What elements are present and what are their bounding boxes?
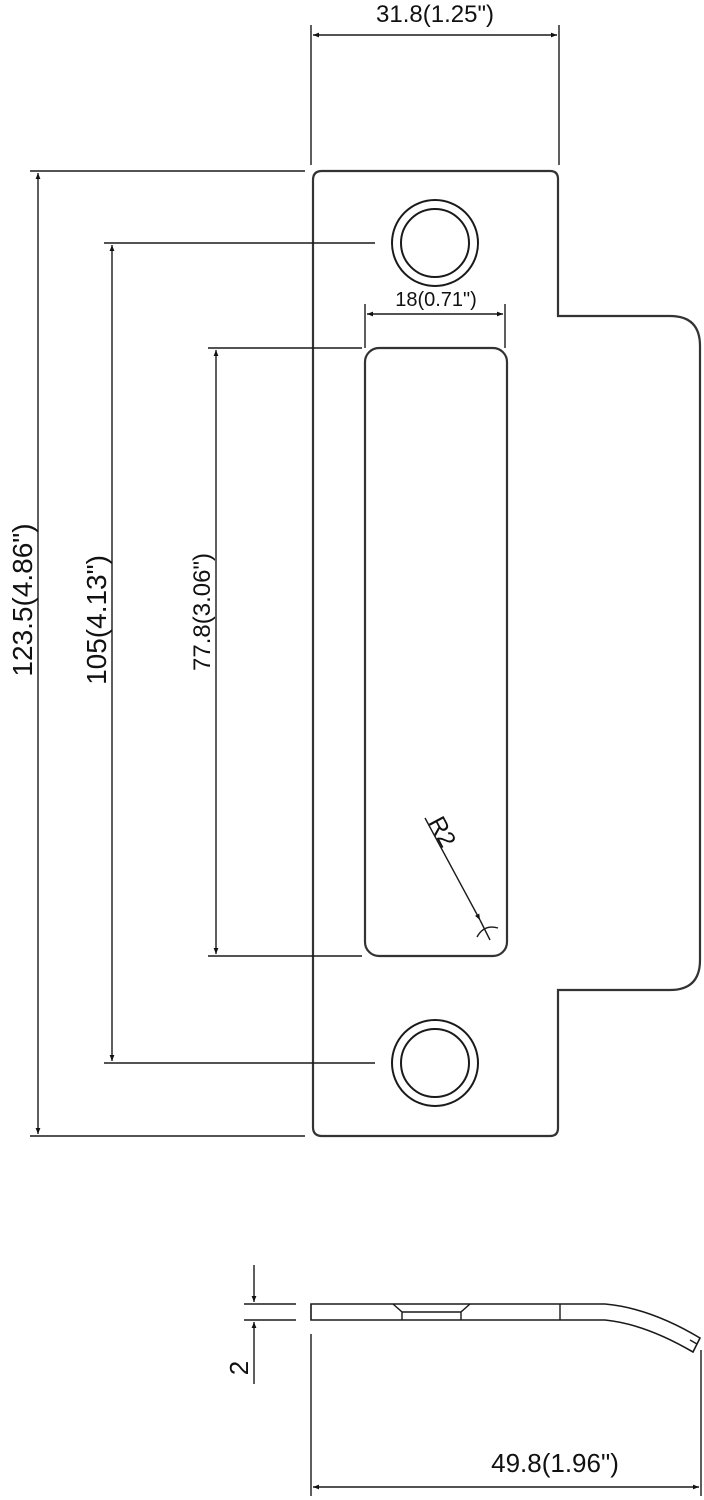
slot-height-label: 77.8(3.06") xyxy=(189,553,216,671)
plate-outline xyxy=(311,169,702,1138)
slot-width-label: 18(0.71") xyxy=(395,289,477,311)
dimension-slot-height: 77.8(3.06") xyxy=(189,347,362,957)
total-depth-label: 49.8(1.96") xyxy=(491,1448,619,1478)
overall-height-label: 123.5(4.86") xyxy=(7,523,38,676)
bottom-screw-hole-inner xyxy=(400,1028,470,1098)
dimension-thickness: 2 xyxy=(224,1265,296,1384)
bottom-screw-hole-outer xyxy=(391,1019,479,1107)
dimension-slot-width: 18(0.71") xyxy=(364,289,506,348)
front-view xyxy=(311,169,702,1138)
latch-slot xyxy=(363,346,509,958)
dimension-top-width: 31.8(1.25") xyxy=(310,1,560,165)
side-view xyxy=(310,1303,702,1354)
side-profile xyxy=(310,1303,702,1354)
hole-spacing-label: 105(4.13") xyxy=(81,555,112,685)
top-screw-hole-inner xyxy=(400,208,470,278)
dimension-hole-spacing: 105(4.13") xyxy=(81,242,375,1064)
top-width-label: 31.8(1.25") xyxy=(376,1,494,28)
top-screw-hole-outer xyxy=(391,199,479,287)
dimension-overall-height: 123.5(4.86") xyxy=(7,170,305,1137)
thickness-label: 2 xyxy=(224,1361,254,1375)
dimension-total-depth: 49.8(1.96") xyxy=(310,1334,702,1496)
corner-radius-label: R2 xyxy=(423,812,461,852)
dimension-corner-radius: R2 xyxy=(423,812,499,941)
